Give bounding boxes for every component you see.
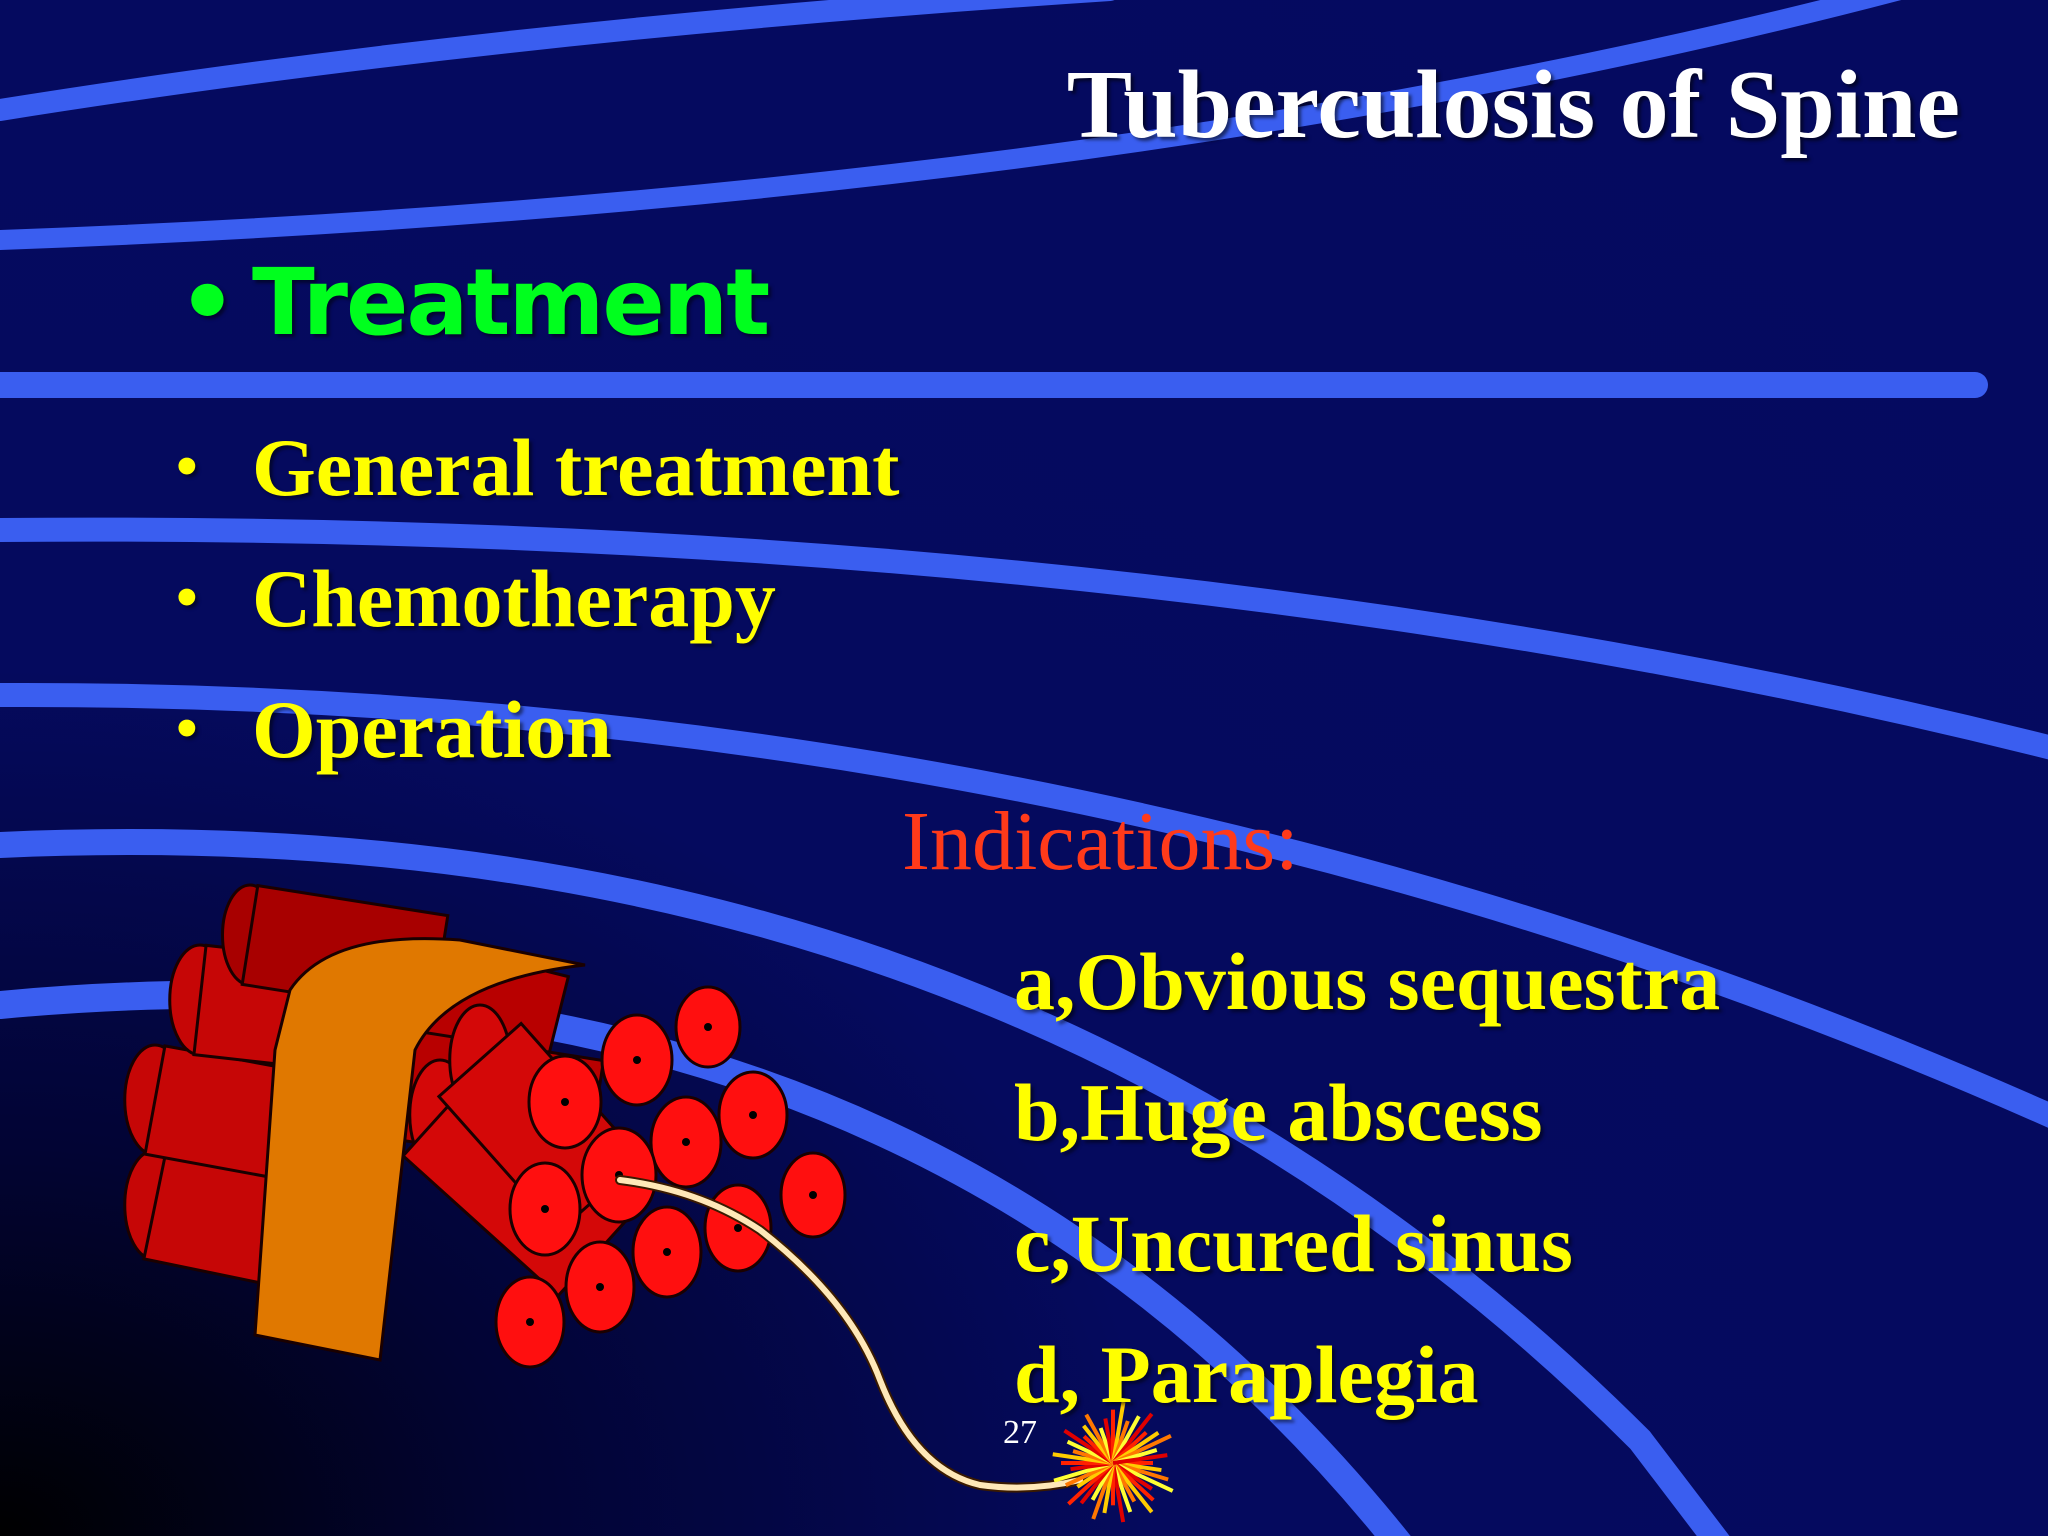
spark-ray [1112,1453,1168,1465]
dynamite-band [253,937,586,1362]
list-item-text: Chemotherapy [252,553,776,644]
indications-label: Indications: [902,795,1299,888]
indication-item: d, Paraplegia [1014,1329,1479,1420]
list-item: • Operation [176,664,899,795]
spark-icon [1052,1401,1174,1523]
bullet-dot: • [176,564,198,632]
stick-face-dot [749,1111,757,1119]
indication-item: b,Huge abscess [1014,1067,1543,1158]
stick-face-dot [682,1138,690,1146]
stick-face-dot [541,1205,549,1213]
treatment-list: • General treatment • Chemotherapy • Operat… [176,402,899,795]
list-item: • Chemotherapy [176,533,899,664]
stick-face-dot [734,1224,742,1232]
heading-text: Treatment [252,249,770,356]
stick-face-dot [704,1023,712,1031]
stick-face-dot [526,1318,534,1326]
slide-title: Tuberculosis of Spine [1066,51,1960,159]
treatment-heading: •Treatment [178,249,770,356]
heading-bullet: • [178,249,237,356]
fuse [617,1177,1083,1491]
page-number: 27 [1003,1414,1037,1451]
bullet-dot: • [176,433,198,501]
stick-face-dot [663,1248,671,1256]
bullet-dot: • [176,695,198,763]
indications-list: a,Obvious sequestra b,Huge abscess c,Unc… [1014,916,1720,1440]
indication-item: c,Uncured sinus [1014,1198,1573,1289]
stick-face-dot [561,1098,569,1106]
list-item-text: Operation [252,684,612,775]
list-item-text: General treatment [252,422,900,513]
stick-face-dot [596,1283,604,1291]
list-item: • General treatment [176,402,899,533]
stick-face-dot [633,1056,641,1064]
indication-item: a,Obvious sequestra [1014,936,1721,1027]
stick-face-dot [809,1191,817,1199]
